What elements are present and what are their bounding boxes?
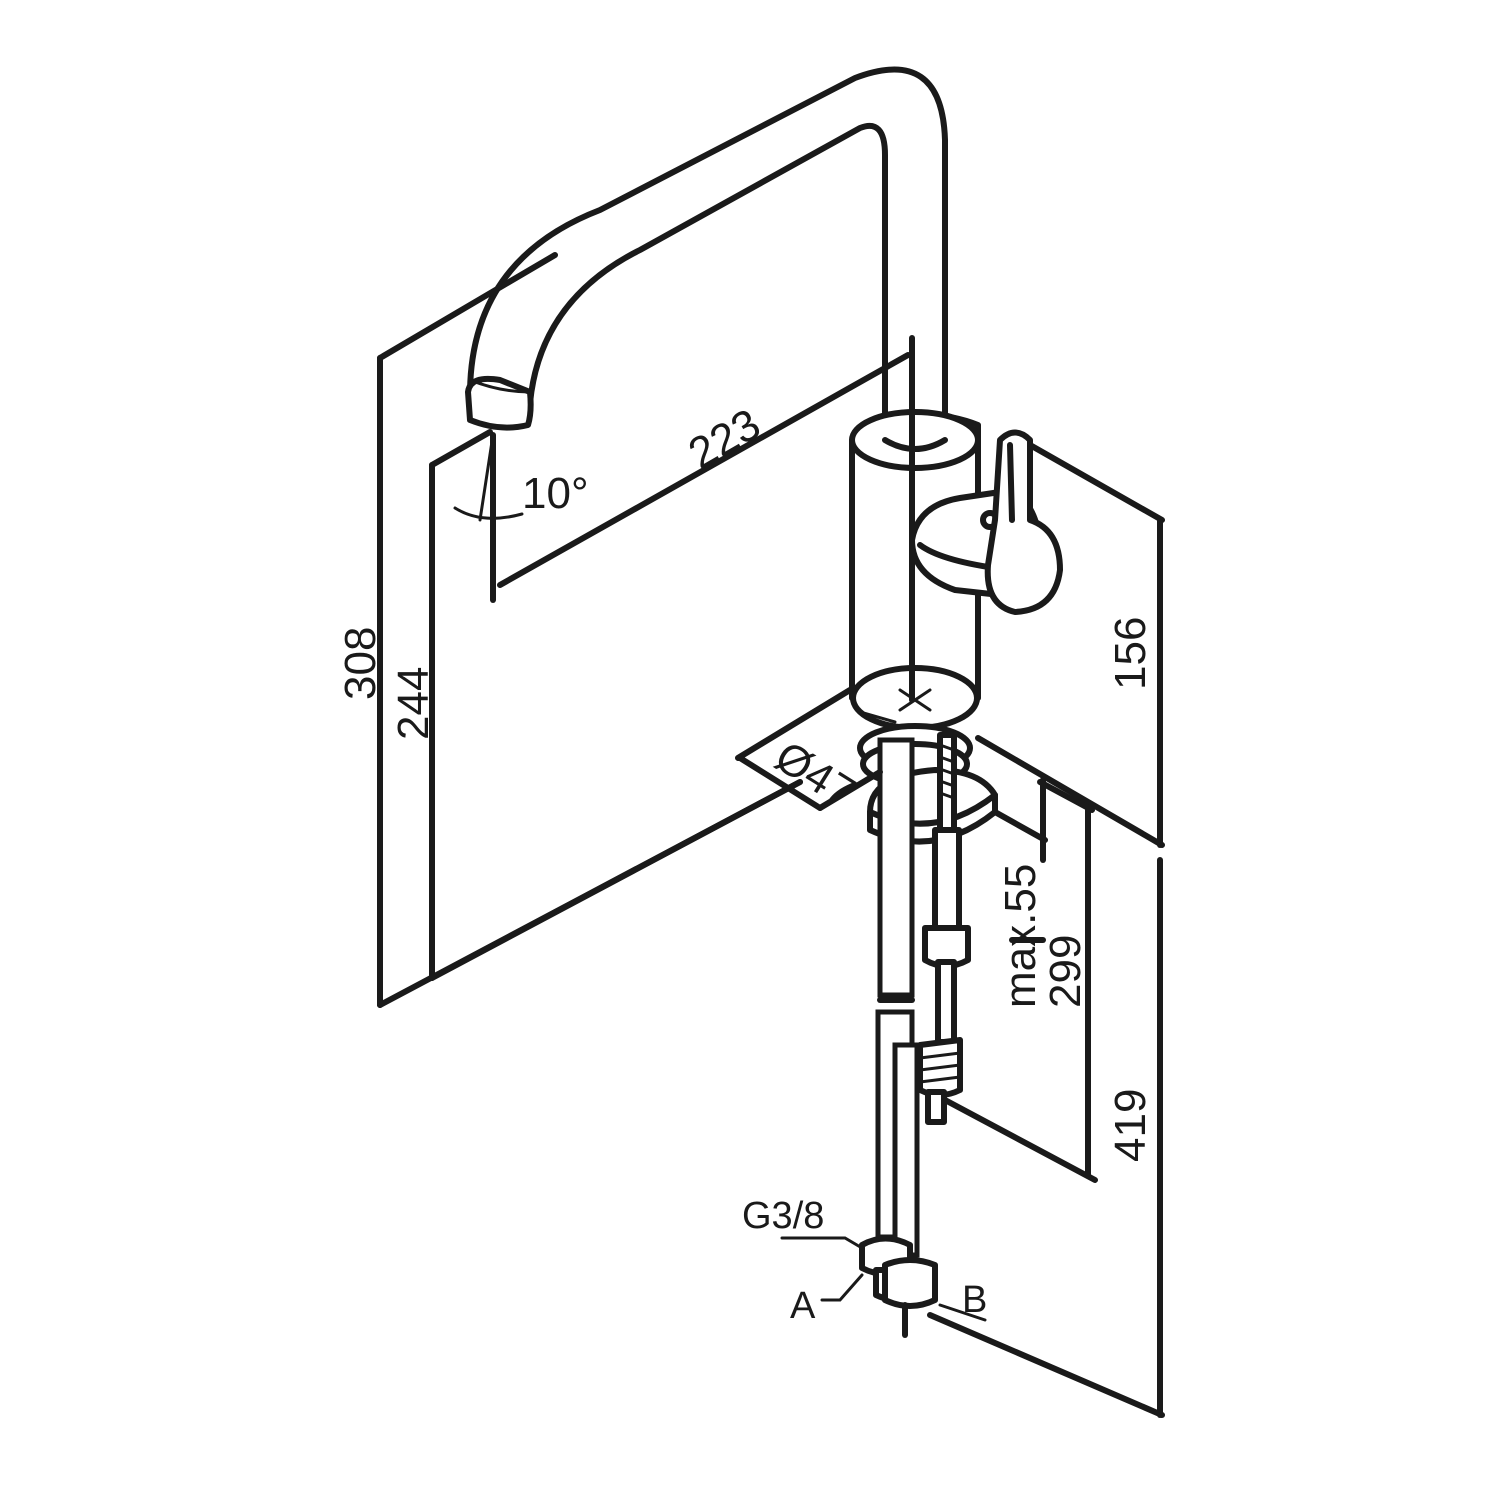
dim-hose-length-short: 299 — [1041, 935, 1090, 1008]
dim-body-height: 156 — [1106, 617, 1155, 690]
dim-total-height: 308 — [336, 627, 385, 700]
dimension-lines — [377, 252, 1165, 1418]
supply-hoses — [859, 737, 938, 1338]
dim-spout-reach: 223 — [681, 400, 769, 479]
dim-hose-length-long: 419 — [1106, 1089, 1155, 1162]
dim-spout-angle: 10° — [522, 469, 589, 518]
dim-max-deck-thickness: max.55 — [996, 864, 1045, 1008]
faucet-body — [465, 66, 981, 731]
dim-spout-height: 244 — [389, 667, 438, 740]
label-connection-b: B — [962, 1279, 987, 1321]
label-thread-size: G3/8 — [742, 1195, 824, 1237]
label-connection-a: A — [790, 1285, 816, 1327]
lever-handle — [909, 429, 1063, 615]
